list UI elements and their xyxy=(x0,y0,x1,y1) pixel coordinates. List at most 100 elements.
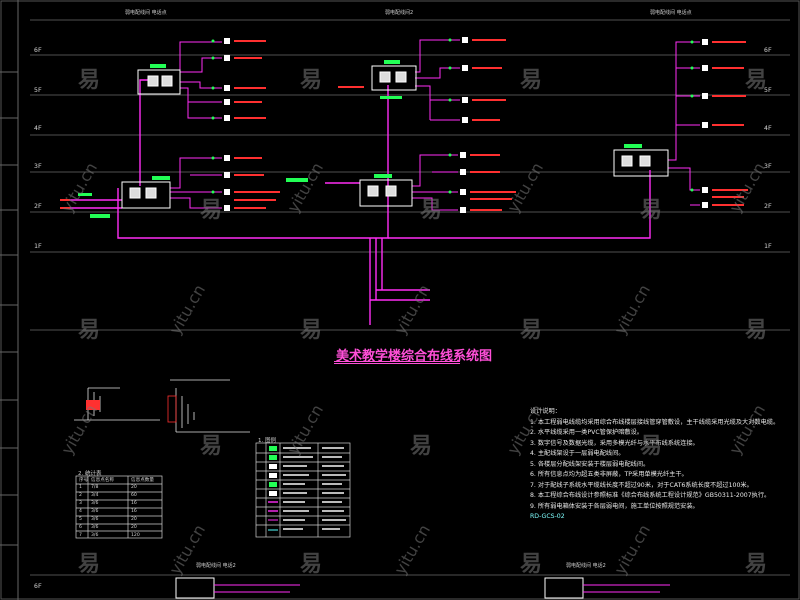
notes-line-4: 4. 主配线架设于一层弱电配线间。 xyxy=(530,450,625,457)
cabinet-left-5f xyxy=(137,69,181,95)
table-header-cell: 信息点数量 xyxy=(131,478,154,483)
red-annotations xyxy=(60,39,748,211)
floor-label-2f-right: 2F xyxy=(764,202,772,210)
table-cell: 2 xyxy=(79,493,82,498)
table-cell: 16 xyxy=(131,509,137,514)
backbone-trunks xyxy=(70,79,651,325)
branches-right xyxy=(668,41,700,206)
floor-label-6f: 6F xyxy=(34,46,42,54)
table-cell: 3/6 xyxy=(91,517,99,522)
table-cell: 120 xyxy=(131,533,140,538)
table-cell: 5 xyxy=(79,517,82,522)
floor-label-3f-right: 3F xyxy=(764,162,772,170)
watermark-glyph: 易 xyxy=(745,68,768,93)
table-cell: 3 xyxy=(79,501,82,506)
floor-label-4f: 4F xyxy=(34,124,42,132)
notes-line-3: 3. 数字信号及数据光缆，采用多模光纤与水平布线系统连接。 xyxy=(530,439,699,447)
legend-row-label: 语音点 xyxy=(283,489,296,495)
table-cell: 20 xyxy=(131,517,137,522)
header-label-middle: 弱电配线间2 xyxy=(385,10,414,16)
legend-table xyxy=(255,442,351,538)
table-cell: 3/6 xyxy=(91,501,99,506)
floor-label-5f: 5F xyxy=(34,86,42,94)
table-cell: 4 xyxy=(79,509,82,514)
floor-label-6f-right: 6F xyxy=(764,46,772,54)
node-dots xyxy=(211,38,694,194)
legend-row-label: 交换机 xyxy=(283,462,296,468)
floor-label-2f: 2F xyxy=(34,202,42,210)
bottom-cabinets xyxy=(175,577,670,599)
table-header-cell: 序号 xyxy=(79,478,89,483)
watermark-glyph: 易 xyxy=(420,198,443,223)
floor-label-5f-right: 5F xyxy=(764,86,772,94)
table-cell: 3/6 xyxy=(91,509,99,514)
watermark-glyph: 易 xyxy=(78,68,101,93)
floor-label-bottom: 6F xyxy=(34,582,42,590)
legend-row-label: 大对数电缆 xyxy=(283,507,304,513)
branches-middle-lower xyxy=(412,154,458,211)
watermark-glyph: 易 xyxy=(745,552,768,577)
watermark-glyph: 易 xyxy=(300,318,323,343)
watermark-glyph: 易 xyxy=(520,552,543,577)
watermark-glyph: 易 xyxy=(520,68,543,93)
floor-label-1f: 1F xyxy=(34,242,42,250)
diagram-title: 美术教学楼综合布线系统图 xyxy=(336,349,493,364)
watermark-glyph: 易 xyxy=(200,434,223,459)
notes-line-9: 9. 所有弱电箱体安装于各层弱电间，施工单位按照规范安装。 xyxy=(530,502,699,510)
floor-label-4f-right: 4F xyxy=(764,124,772,132)
legend-row-label: 超五类线 xyxy=(283,516,300,522)
legend-title: 1. 图例 xyxy=(258,438,276,444)
legend-row-label: 光缆 xyxy=(283,498,291,504)
watermark-glyph: 易 xyxy=(640,198,663,223)
table-cell: 60 xyxy=(131,493,137,498)
green-tags xyxy=(78,60,642,218)
legend-text-bars xyxy=(283,447,346,530)
table-cell: 20 xyxy=(131,525,137,530)
floor-lines xyxy=(30,19,790,576)
table-cell: 3/6 xyxy=(91,525,99,530)
watermark-glyph: 易 xyxy=(78,318,101,343)
table-cell: 3/6 xyxy=(91,533,99,538)
outlet-symbols xyxy=(224,37,708,213)
cabinet-right-3f xyxy=(613,149,669,177)
cabinet-middle-2f xyxy=(359,179,413,207)
watermark-glyph: 易 xyxy=(745,318,768,343)
table-cell: 6 xyxy=(79,525,82,530)
legend-row-label: 电话配线架 xyxy=(283,453,304,459)
table-cell: 7 xyxy=(79,533,82,538)
watermark-glyph: 易 xyxy=(410,434,433,459)
watermark-glyph: 易 xyxy=(78,552,101,577)
cable-code-detail-2 xyxy=(167,379,250,433)
watermark-glyph: 易 xyxy=(300,552,323,577)
table-cell: 20 xyxy=(131,485,137,490)
watermark-glyph: 易 xyxy=(640,434,663,459)
table-cell: 7/8 xyxy=(91,485,99,490)
floor-label-1f-right: 1F xyxy=(764,242,772,250)
notes-line-2: 2. 水平线缆采用一类PVC管保护暗敷设。 xyxy=(530,429,643,436)
bottom-label-left: 弱电配线间 电话2 xyxy=(196,563,236,569)
notes-line-1: 1. 本工程弱电线缆均采用综合布线楼层接线管穿管敷设，主干线缆采用光缆及大对数电… xyxy=(530,418,780,426)
cabinet-middle-5f xyxy=(371,65,417,91)
legend-row-label: 接地线 xyxy=(283,525,296,531)
table-cell: 1 xyxy=(79,485,82,490)
header-label-right: 弱电配线间 电话点 xyxy=(650,10,692,16)
branches-left-upper xyxy=(179,41,222,119)
watermark-glyph: 易 xyxy=(200,198,223,223)
legend-row-label: 信息插座 xyxy=(283,471,300,477)
notes-line-8: 8. 本工程综合布线设计参照标准《综合布线系统工程设计规范》GB50311-20… xyxy=(530,492,771,499)
notes-line-7: 7. 对于配线子系统水平缆线长度不超过90米，对于CAT6系统长度不超过100米… xyxy=(530,481,753,489)
branches-middle-upper xyxy=(415,39,460,121)
table-cell: 16 xyxy=(131,501,137,506)
notes-line-5: 5. 各楼层分配线架安装于楼层弱电配线间。 xyxy=(530,460,650,468)
cabinet-left-2f xyxy=(121,181,171,209)
legend-symbols xyxy=(268,446,278,531)
notes-drawing-number: RD-GCS-02 xyxy=(530,513,565,520)
cable-code-detail xyxy=(74,387,160,421)
header-label-left: 弱电配线间 电话点 xyxy=(125,10,167,16)
bottom-label-right: 弱电配线间 电话2 xyxy=(566,563,606,569)
table-header-cell: 信息点名称 xyxy=(91,478,114,483)
table-cell: 3/4 xyxy=(91,493,99,498)
title-underline xyxy=(334,361,460,362)
